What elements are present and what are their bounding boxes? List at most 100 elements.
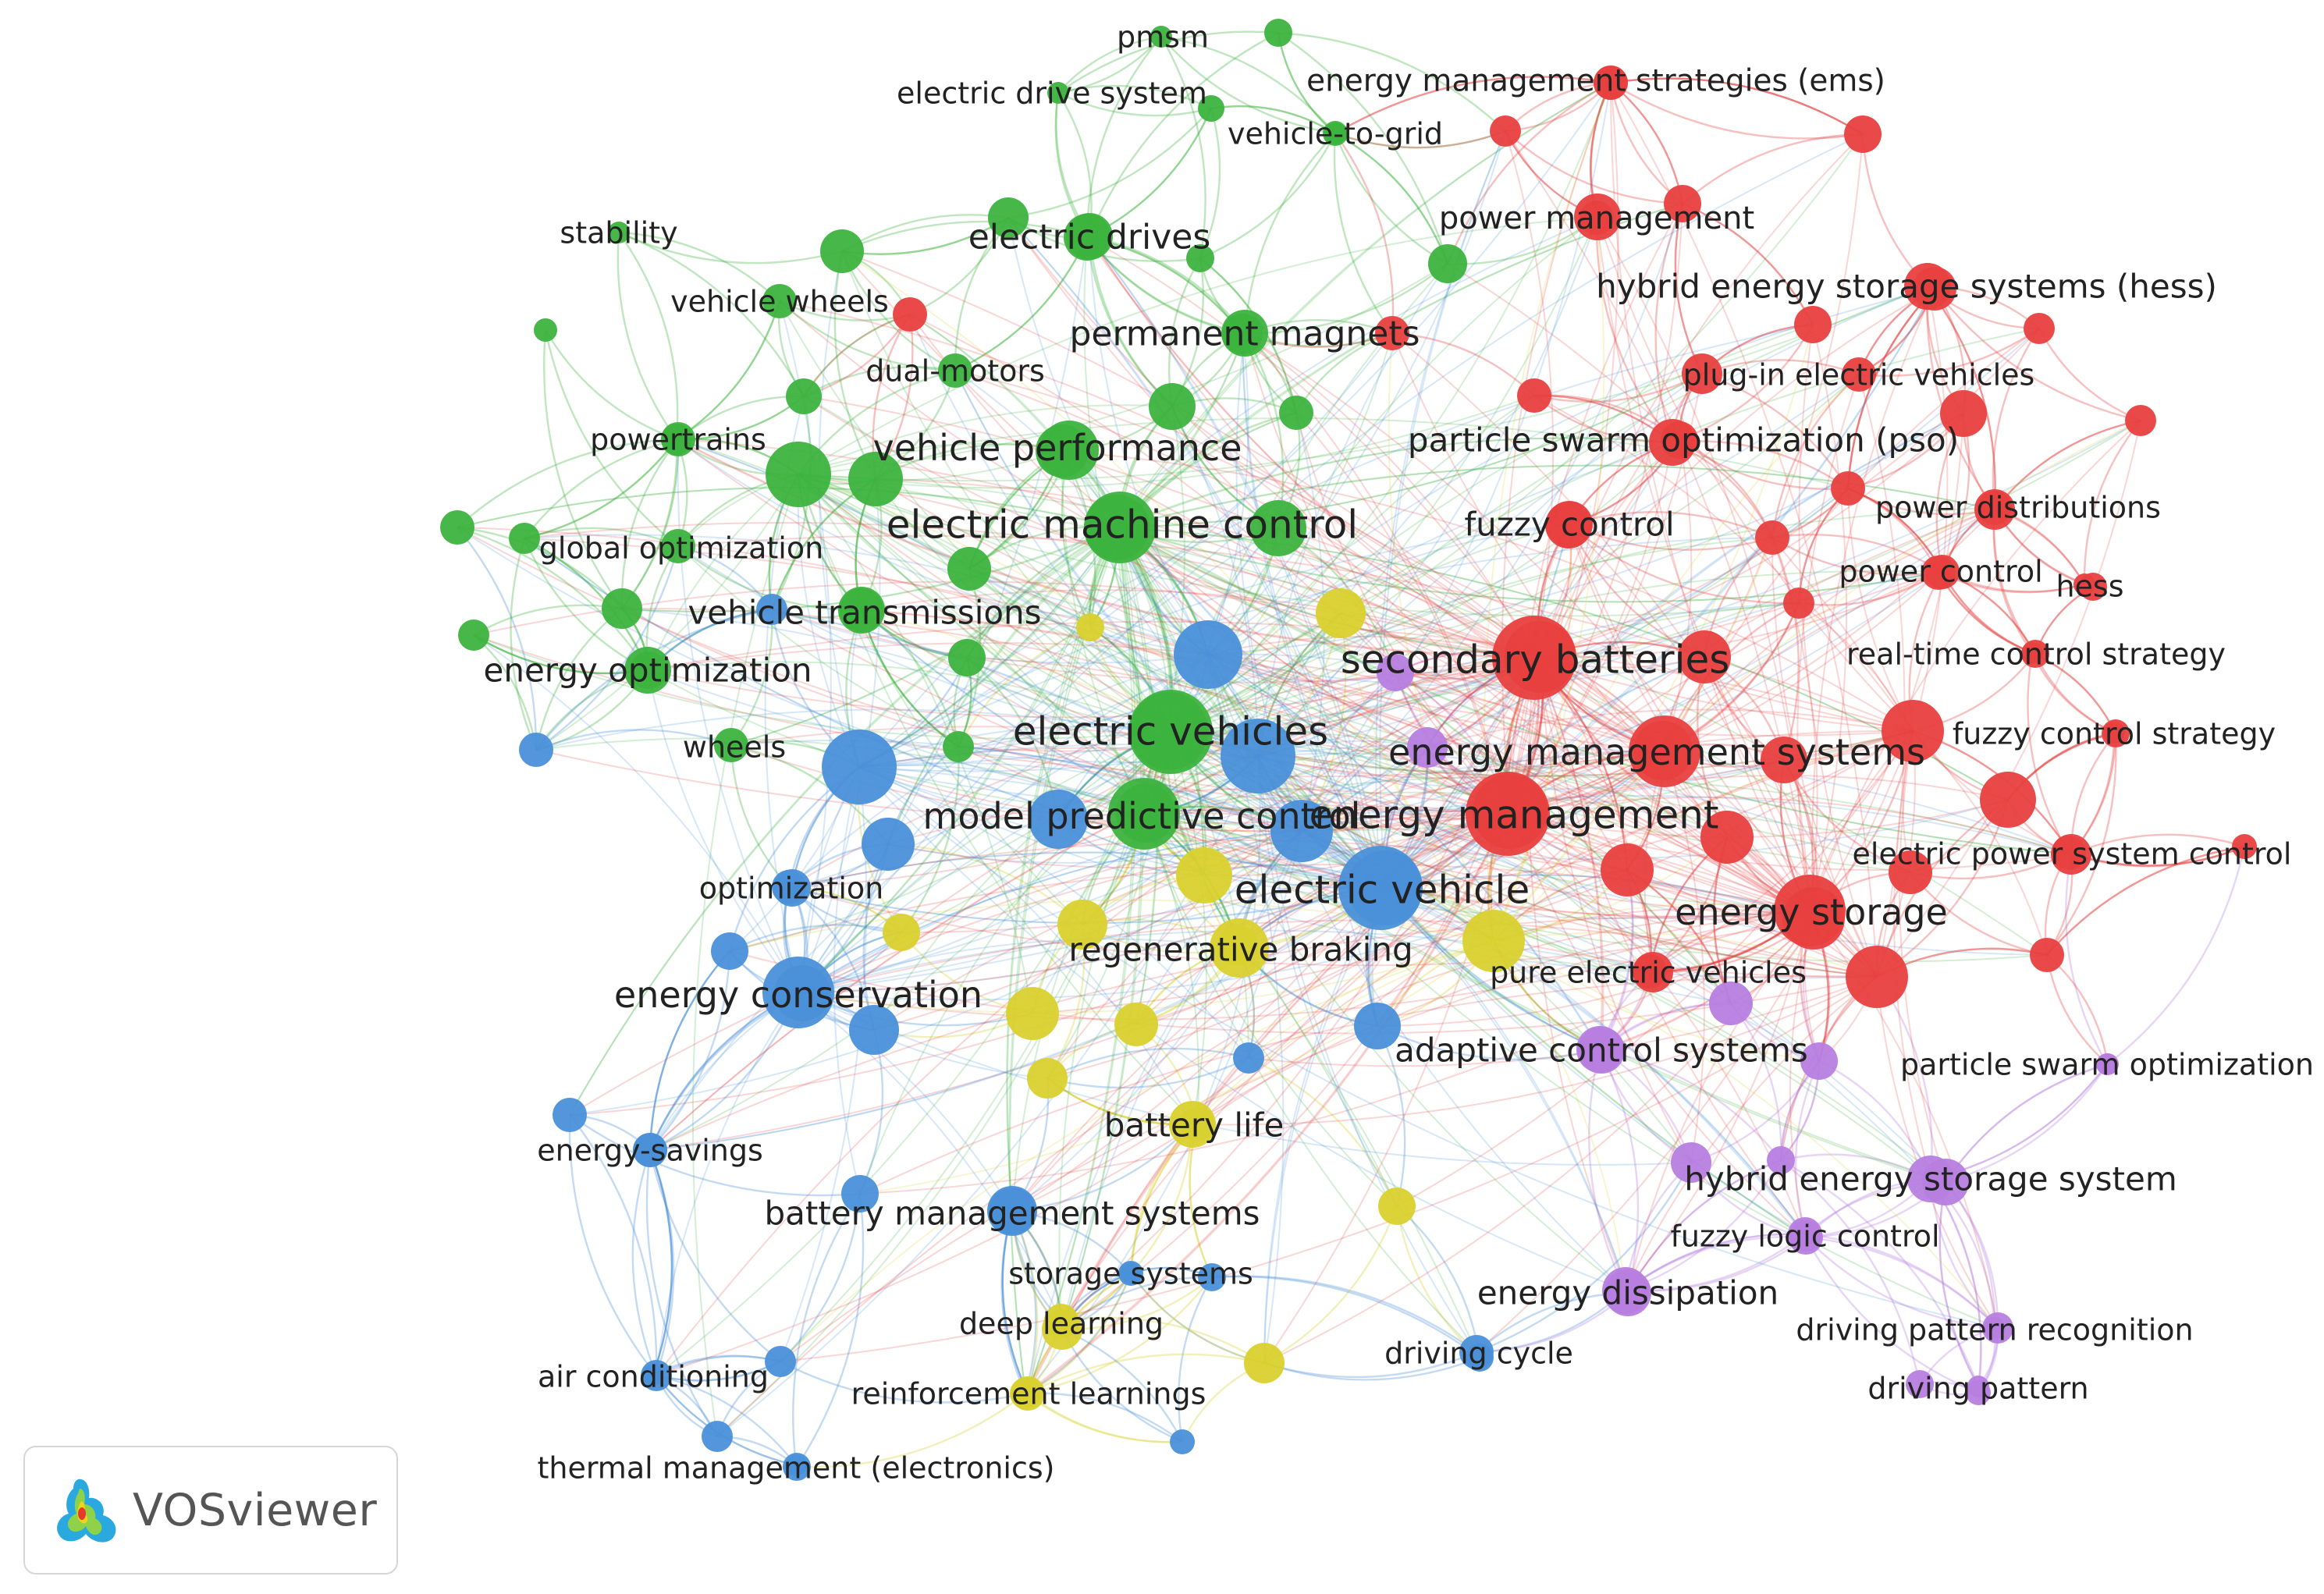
node-minor[interactable] — [1170, 1429, 1195, 1454]
node-minor[interactable] — [1755, 520, 1789, 555]
node-minor[interactable] — [1198, 1263, 1226, 1291]
node-minor[interactable] — [2051, 834, 2091, 875]
node-minor[interactable] — [862, 818, 915, 871]
node-minor[interactable] — [1466, 1344, 1494, 1372]
node-minor[interactable] — [1906, 1370, 1934, 1398]
node-minor[interactable] — [1198, 95, 1224, 122]
node-minor[interactable] — [1800, 1042, 1838, 1080]
node-minor[interactable] — [1889, 850, 1932, 894]
node-minor[interactable] — [947, 547, 991, 591]
node-minor[interactable] — [641, 1360, 672, 1391]
node-minor[interactable] — [766, 442, 831, 507]
node-minor[interactable] — [1407, 727, 1448, 768]
node-minor[interactable] — [1844, 115, 1882, 153]
node-minor[interactable] — [711, 932, 748, 970]
node-minor[interactable] — [1761, 737, 1807, 783]
node-electric-drive-system[interactable] — [1047, 82, 1069, 104]
node-minor[interactable] — [633, 1133, 667, 1167]
node-minor[interactable] — [1940, 390, 1987, 437]
node-minor[interactable] — [458, 619, 489, 651]
node-minor[interactable] — [893, 297, 927, 332]
node-minor[interactable] — [1767, 1146, 1795, 1174]
node-minor[interactable] — [1664, 185, 1701, 222]
node-minor[interactable] — [1217, 925, 1258, 966]
node-minor[interactable] — [661, 424, 692, 455]
node-minor[interactable] — [440, 510, 474, 545]
node-plug-in-electric-vehicles[interactable] — [1842, 357, 1876, 392]
node-minor[interactable] — [1966, 1380, 1991, 1405]
node-minor[interactable] — [2024, 313, 2055, 344]
node-minor[interactable] — [1377, 654, 1414, 691]
node-minor[interactable] — [2125, 405, 2156, 436]
node-minor[interactable] — [786, 378, 822, 414]
node-minor[interactable] — [1594, 66, 1628, 100]
node-minor[interactable] — [1700, 811, 1754, 864]
node-minor[interactable] — [1084, 495, 1150, 560]
node-minor[interactable] — [840, 588, 883, 632]
node-minor[interactable] — [1076, 613, 1104, 641]
node-minor[interactable] — [1922, 1159, 1969, 1205]
node-minor[interactable] — [1316, 588, 1366, 638]
node-minor[interactable] — [519, 733, 553, 767]
node-minor[interactable] — [630, 651, 667, 689]
node-minor[interactable] — [849, 1005, 899, 1055]
node-minor[interactable] — [1633, 952, 1673, 992]
node-minor[interactable] — [1348, 850, 1423, 925]
node-minor[interactable] — [1661, 421, 1698, 459]
node-minor[interactable] — [1279, 396, 1313, 430]
node-minor[interactable] — [822, 730, 897, 804]
node-minor[interactable] — [1222, 314, 1263, 354]
node-minor[interactable] — [509, 523, 540, 554]
node-minor[interactable] — [1029, 790, 1088, 849]
node-minor[interactable] — [1323, 121, 1348, 146]
node-pmsm[interactable] — [1150, 26, 1172, 48]
node-minor[interactable] — [1027, 1058, 1068, 1099]
node-minor[interactable] — [848, 452, 903, 506]
node-minor[interactable] — [2102, 719, 2130, 747]
node-minor[interactable] — [1180, 1107, 1214, 1141]
node-minor[interactable] — [1846, 946, 1908, 1008]
node-minor[interactable] — [1682, 353, 1722, 394]
node-minor[interactable] — [1794, 306, 1832, 343]
node-minor[interactable] — [1974, 489, 2015, 530]
node-minor[interactable] — [1517, 378, 1551, 413]
node-minor[interactable] — [2079, 573, 2107, 601]
node-minor[interactable] — [987, 1186, 1037, 1236]
node-minor[interactable] — [602, 588, 642, 629]
node-vehicle-wheels[interactable] — [762, 284, 797, 318]
node-minor[interactable] — [553, 1098, 587, 1132]
node-minor[interactable] — [774, 965, 830, 1021]
node-minor[interactable] — [1174, 620, 1242, 689]
node-minor[interactable] — [841, 1175, 879, 1212]
node-minor[interactable] — [1671, 1142, 1711, 1183]
node-minor[interactable] — [1378, 1188, 1416, 1225]
node-minor[interactable] — [1036, 424, 1089, 477]
node-minor[interactable] — [1149, 383, 1196, 430]
node-minor[interactable] — [1980, 772, 2036, 828]
node-minor[interactable] — [756, 594, 787, 625]
node-minor[interactable] — [1882, 700, 1944, 762]
node-minor[interactable] — [1831, 471, 1865, 506]
node-minor[interactable] — [1375, 316, 1409, 350]
node-minor[interactable] — [534, 318, 557, 342]
node-minor[interactable] — [1782, 887, 1845, 950]
node-minor[interactable] — [1913, 267, 1956, 311]
node-minor[interactable] — [943, 731, 974, 762]
node-minor[interactable] — [1504, 621, 1576, 693]
node-minor[interactable] — [1678, 630, 1731, 683]
node-minor[interactable] — [1130, 692, 1208, 770]
node-minor[interactable] — [1490, 115, 1521, 147]
node-minor[interactable] — [883, 914, 920, 951]
node-minor[interactable] — [948, 639, 986, 676]
node-minor[interactable] — [1783, 588, 1814, 619]
node-minor[interactable] — [1233, 1042, 1264, 1074]
node-minor[interactable] — [1057, 900, 1107, 950]
node-minor[interactable] — [1925, 555, 1960, 589]
node-minor[interactable] — [2097, 1053, 2119, 1075]
node-minor[interactable] — [1982, 1312, 2013, 1344]
node-minor[interactable] — [1186, 244, 1214, 272]
node-stability[interactable] — [608, 222, 630, 243]
node-wheels[interactable] — [714, 728, 748, 762]
node-minor[interactable] — [1250, 500, 1306, 556]
node-global-optimization[interactable] — [661, 529, 695, 563]
